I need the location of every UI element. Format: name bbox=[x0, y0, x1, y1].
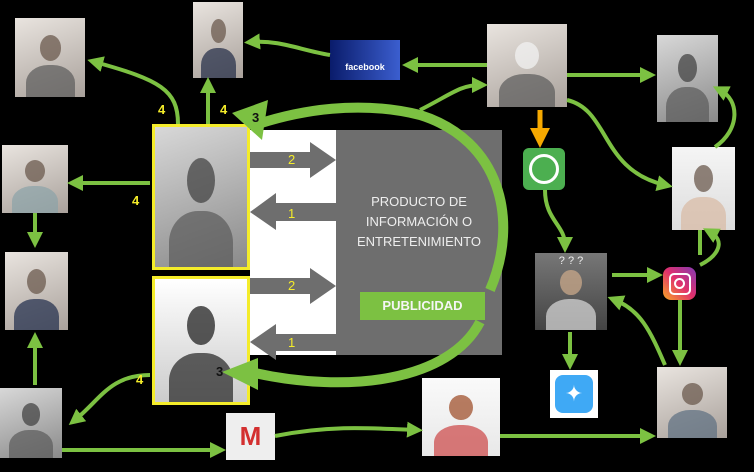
arrow-1-bottom bbox=[250, 324, 336, 360]
instagram-icon bbox=[663, 267, 696, 300]
step-2-bottom: 2 bbox=[288, 278, 296, 293]
gmail-letter: M bbox=[239, 421, 262, 451]
step-4-b: 4 bbox=[220, 102, 228, 117]
whatsapp-icon bbox=[523, 148, 565, 190]
photo-bearded-man bbox=[657, 367, 727, 438]
photo-boy-profile bbox=[152, 276, 250, 405]
facebook-logo-text: facebook bbox=[345, 62, 385, 72]
photo-woman-right bbox=[672, 147, 735, 230]
step-1-bottom: 1 bbox=[288, 335, 296, 350]
photo-smiling-woman bbox=[422, 378, 500, 456]
photo-man-top bbox=[193, 2, 243, 78]
step-3-bottom: 3 bbox=[216, 364, 224, 379]
product-line-1: PRODUCTO DE bbox=[371, 194, 467, 209]
photo-sketch-woman bbox=[657, 35, 718, 122]
step-3-top: 3 bbox=[252, 110, 260, 125]
photo-masked-man bbox=[487, 24, 567, 107]
feedback-loop-arrow-bottom bbox=[248, 319, 485, 388]
product-line-2: INFORMACIÓN O bbox=[365, 214, 473, 229]
facebook-logo: facebook bbox=[330, 40, 400, 80]
photo-man-thinking bbox=[0, 388, 62, 458]
twitter-icon: ✦ bbox=[550, 370, 598, 418]
question-marks: ? ? ? bbox=[558, 255, 584, 267]
photo-woman-thinking bbox=[5, 252, 68, 330]
step-4-d: 4 bbox=[136, 372, 144, 387]
product-line-3: ENTRETENIMIENTO bbox=[357, 234, 481, 249]
publicidad-label: PUBLICIDAD bbox=[360, 292, 485, 320]
photo-questioning-woman: ? ? ? bbox=[535, 253, 607, 330]
gmail-icon: M bbox=[226, 413, 275, 460]
step-4-c: 4 bbox=[132, 193, 140, 208]
step-2-top: 2 bbox=[288, 152, 296, 167]
step-1-top: 1 bbox=[288, 206, 296, 221]
arrow-1-top bbox=[250, 193, 336, 230]
photo-woman-top-left bbox=[15, 18, 85, 97]
photo-woman-profile bbox=[152, 124, 250, 270]
arrow-2-top bbox=[250, 142, 336, 178]
feedback-loop-arrow bbox=[253, 102, 509, 292]
arrow-2-bottom bbox=[250, 268, 336, 304]
photo-man-glasses bbox=[2, 145, 68, 213]
step-4-a: 4 bbox=[158, 102, 166, 117]
